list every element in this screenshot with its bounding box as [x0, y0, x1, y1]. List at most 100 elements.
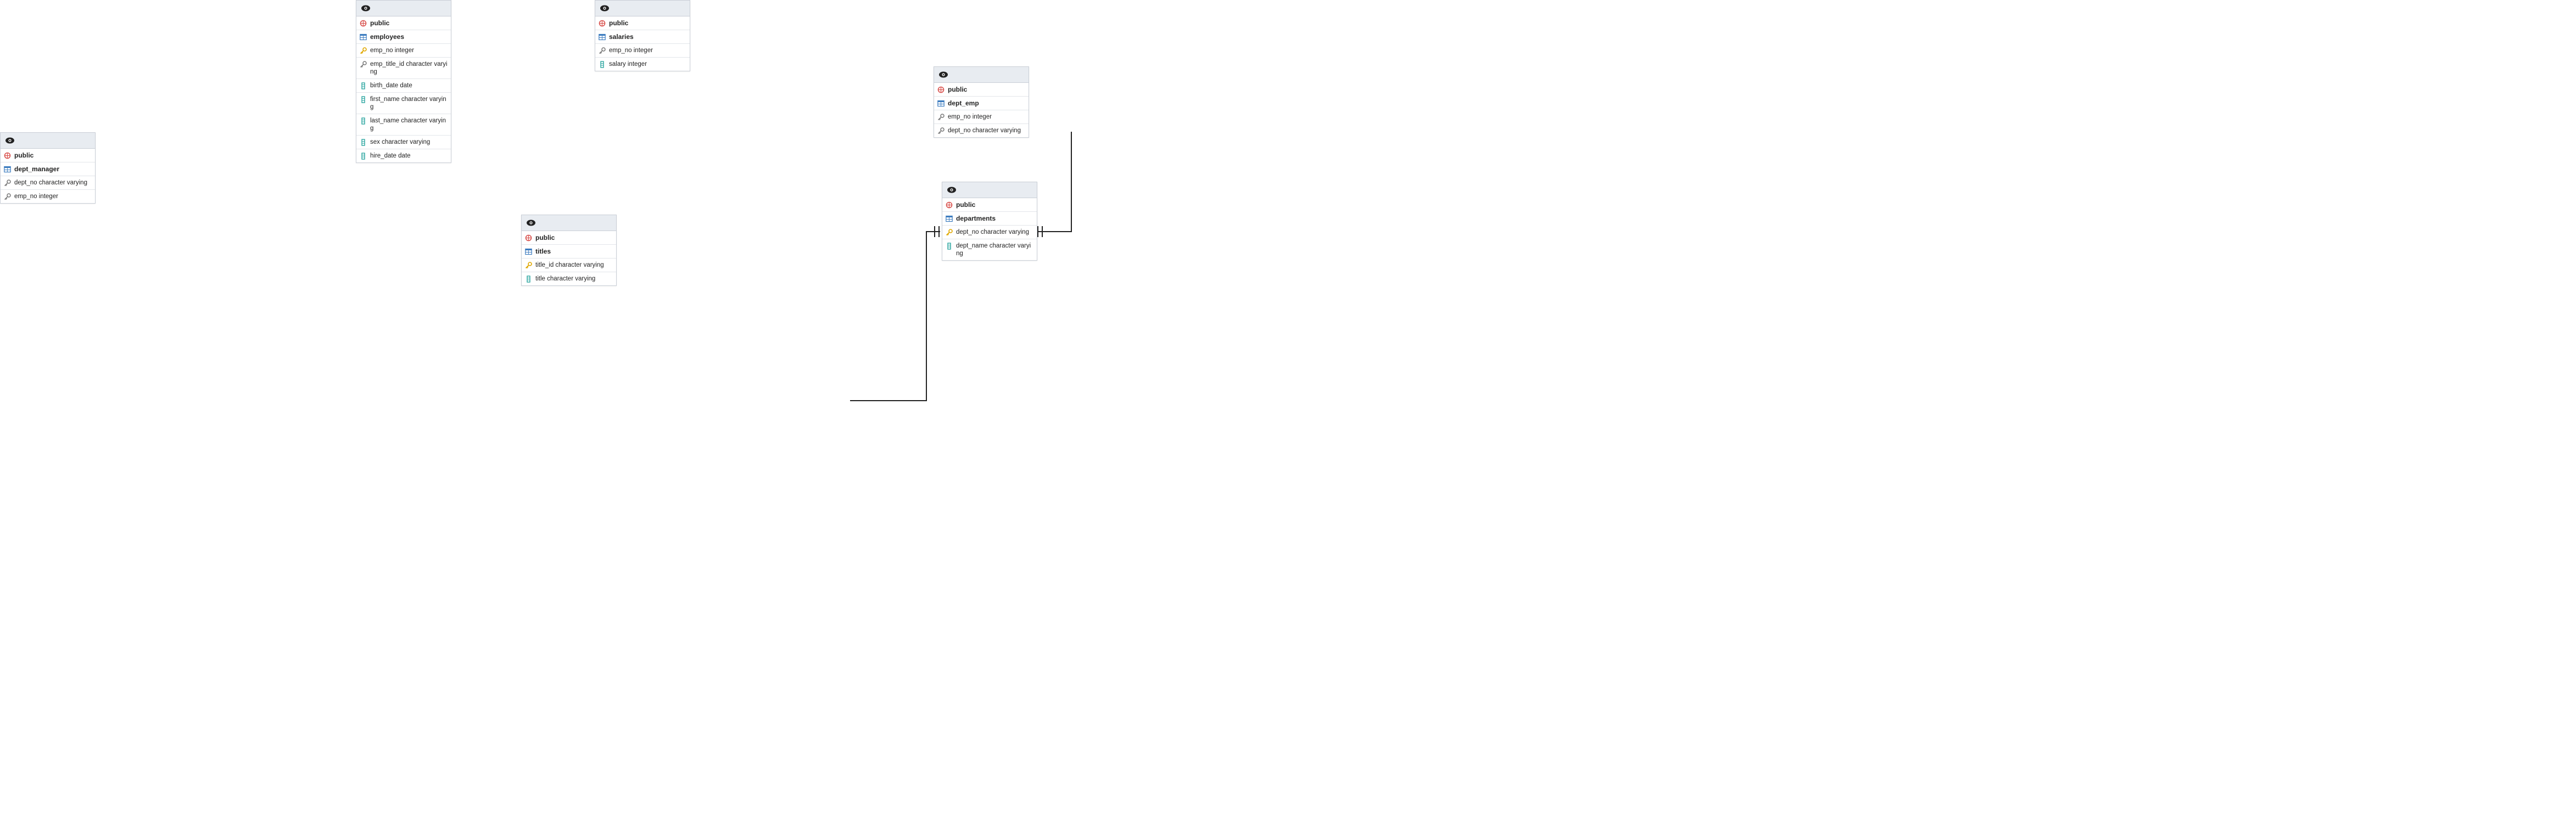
table-name: dept_manager [14, 165, 60, 173]
schema-icon [4, 152, 11, 159]
table-dept-manager[interactable]: public dept_manager dept_no character va… [0, 132, 96, 204]
column-icon [360, 117, 367, 125]
table-departments[interactable]: public departments dept_no character var… [942, 182, 1037, 261]
table-name: salaries [609, 33, 634, 41]
table-employees[interactable]: public employees emp_no integer emp_title… [356, 0, 451, 163]
column-row: title character varying [522, 272, 616, 285]
schema-row: public [356, 16, 451, 30]
column-row: sex character varying [356, 136, 451, 149]
column-icon [525, 276, 532, 283]
column-label: emp_no integer [948, 114, 992, 120]
foreign-key-icon [937, 114, 945, 121]
foreign-key-icon [937, 127, 945, 134]
column-label: hire_date date [370, 153, 411, 159]
column-row: emp_no integer [934, 110, 1029, 124]
column-icon [360, 139, 367, 146]
schema-label: public [956, 201, 976, 209]
column-row: salary integer [595, 58, 690, 71]
primary-key-icon [525, 262, 532, 269]
table-header [934, 67, 1029, 83]
table-icon [946, 215, 953, 222]
schema-row: public [522, 231, 616, 245]
column-row: birth_date date [356, 79, 451, 93]
column-label: emp_title_id character varying [370, 61, 448, 75]
table-titles[interactable]: public titles title_id character varying… [521, 215, 617, 286]
table-header [942, 182, 1037, 198]
column-label: emp_no integer [609, 47, 653, 54]
column-label: last_name character varying [370, 117, 446, 132]
table-name: dept_emp [948, 99, 979, 107]
schema-row: public [942, 198, 1037, 212]
column-row: title_id character varying [522, 259, 616, 272]
column-label: title character varying [535, 276, 596, 282]
column-icon [360, 96, 367, 103]
eye-icon[interactable] [600, 4, 610, 12]
table-name-row: dept_manager [1, 162, 95, 176]
column-row: dept_no character varying [1, 176, 95, 190]
column-label: dept_no character varying [948, 127, 1021, 134]
table-name: titles [535, 248, 551, 255]
eye-icon[interactable] [361, 4, 371, 12]
schema-label: public [609, 19, 629, 27]
eye-icon[interactable] [526, 219, 536, 227]
crowfoot-departments-left [934, 226, 940, 237]
column-label: emp_no integer [370, 47, 414, 54]
table-icon [360, 33, 367, 41]
table-name-row: departments [942, 212, 1037, 226]
schema-row: public [595, 16, 690, 30]
table-salaries[interactable]: public salaries emp_no integer salary int… [595, 0, 690, 71]
column-row: emp_title_id character varying [356, 58, 451, 79]
schema-label: public [370, 19, 390, 27]
table-icon [937, 100, 945, 107]
primary-key-icon [360, 47, 367, 54]
table-icon [4, 166, 11, 173]
table-name-row: employees [356, 30, 451, 44]
column-row: last_name character varying [356, 114, 451, 136]
column-row: dept_no character varying [934, 124, 1029, 137]
column-icon [946, 243, 953, 250]
column-label: dept_name character varying [956, 243, 1031, 257]
schema-label: public [14, 151, 34, 159]
schema-icon [599, 20, 606, 27]
primary-key-icon [946, 229, 953, 236]
column-icon [360, 153, 367, 160]
column-label: salary integer [609, 61, 647, 68]
eye-icon[interactable] [5, 137, 15, 144]
eye-icon[interactable] [947, 186, 957, 194]
table-name-row: dept_emp [934, 97, 1029, 110]
schema-icon [937, 86, 945, 93]
column-row: emp_no integer [595, 44, 690, 58]
schema-icon [525, 234, 532, 241]
column-row: dept_name character varying [942, 239, 1037, 260]
table-dept-emp[interactable]: public dept_emp emp_no integer dept_no ch… [934, 66, 1029, 138]
schema-icon [946, 201, 953, 209]
table-name: departments [956, 215, 996, 222]
column-label: title_id character varying [535, 262, 604, 268]
table-header [356, 1, 451, 16]
column-row: emp_no integer [1, 190, 95, 203]
relationship-line-departments-left [850, 231, 940, 401]
table-icon [599, 33, 606, 41]
table-icon [525, 248, 532, 255]
column-label: birth_date date [370, 82, 412, 89]
schema-row: public [1, 149, 95, 162]
foreign-key-icon [360, 61, 367, 68]
column-row: hire_date date [356, 149, 451, 162]
column-label: dept_no character varying [14, 179, 87, 186]
column-row: dept_no character varying [942, 226, 1037, 239]
relationship-line-dept-emp-departments [1038, 132, 1072, 232]
schema-icon [360, 20, 367, 27]
eye-icon[interactable] [938, 71, 948, 78]
schema-row: public [934, 83, 1029, 97]
table-name-row: titles [522, 245, 616, 259]
column-row: emp_no integer [356, 44, 451, 58]
column-label: emp_no integer [14, 193, 58, 200]
crowfoot-departments-right [1037, 226, 1043, 237]
table-name: employees [370, 33, 405, 41]
column-icon [599, 61, 606, 68]
column-label: sex character varying [370, 139, 431, 145]
foreign-key-icon [4, 193, 11, 200]
foreign-key-icon [599, 47, 606, 54]
column-label: dept_no character varying [956, 229, 1029, 235]
